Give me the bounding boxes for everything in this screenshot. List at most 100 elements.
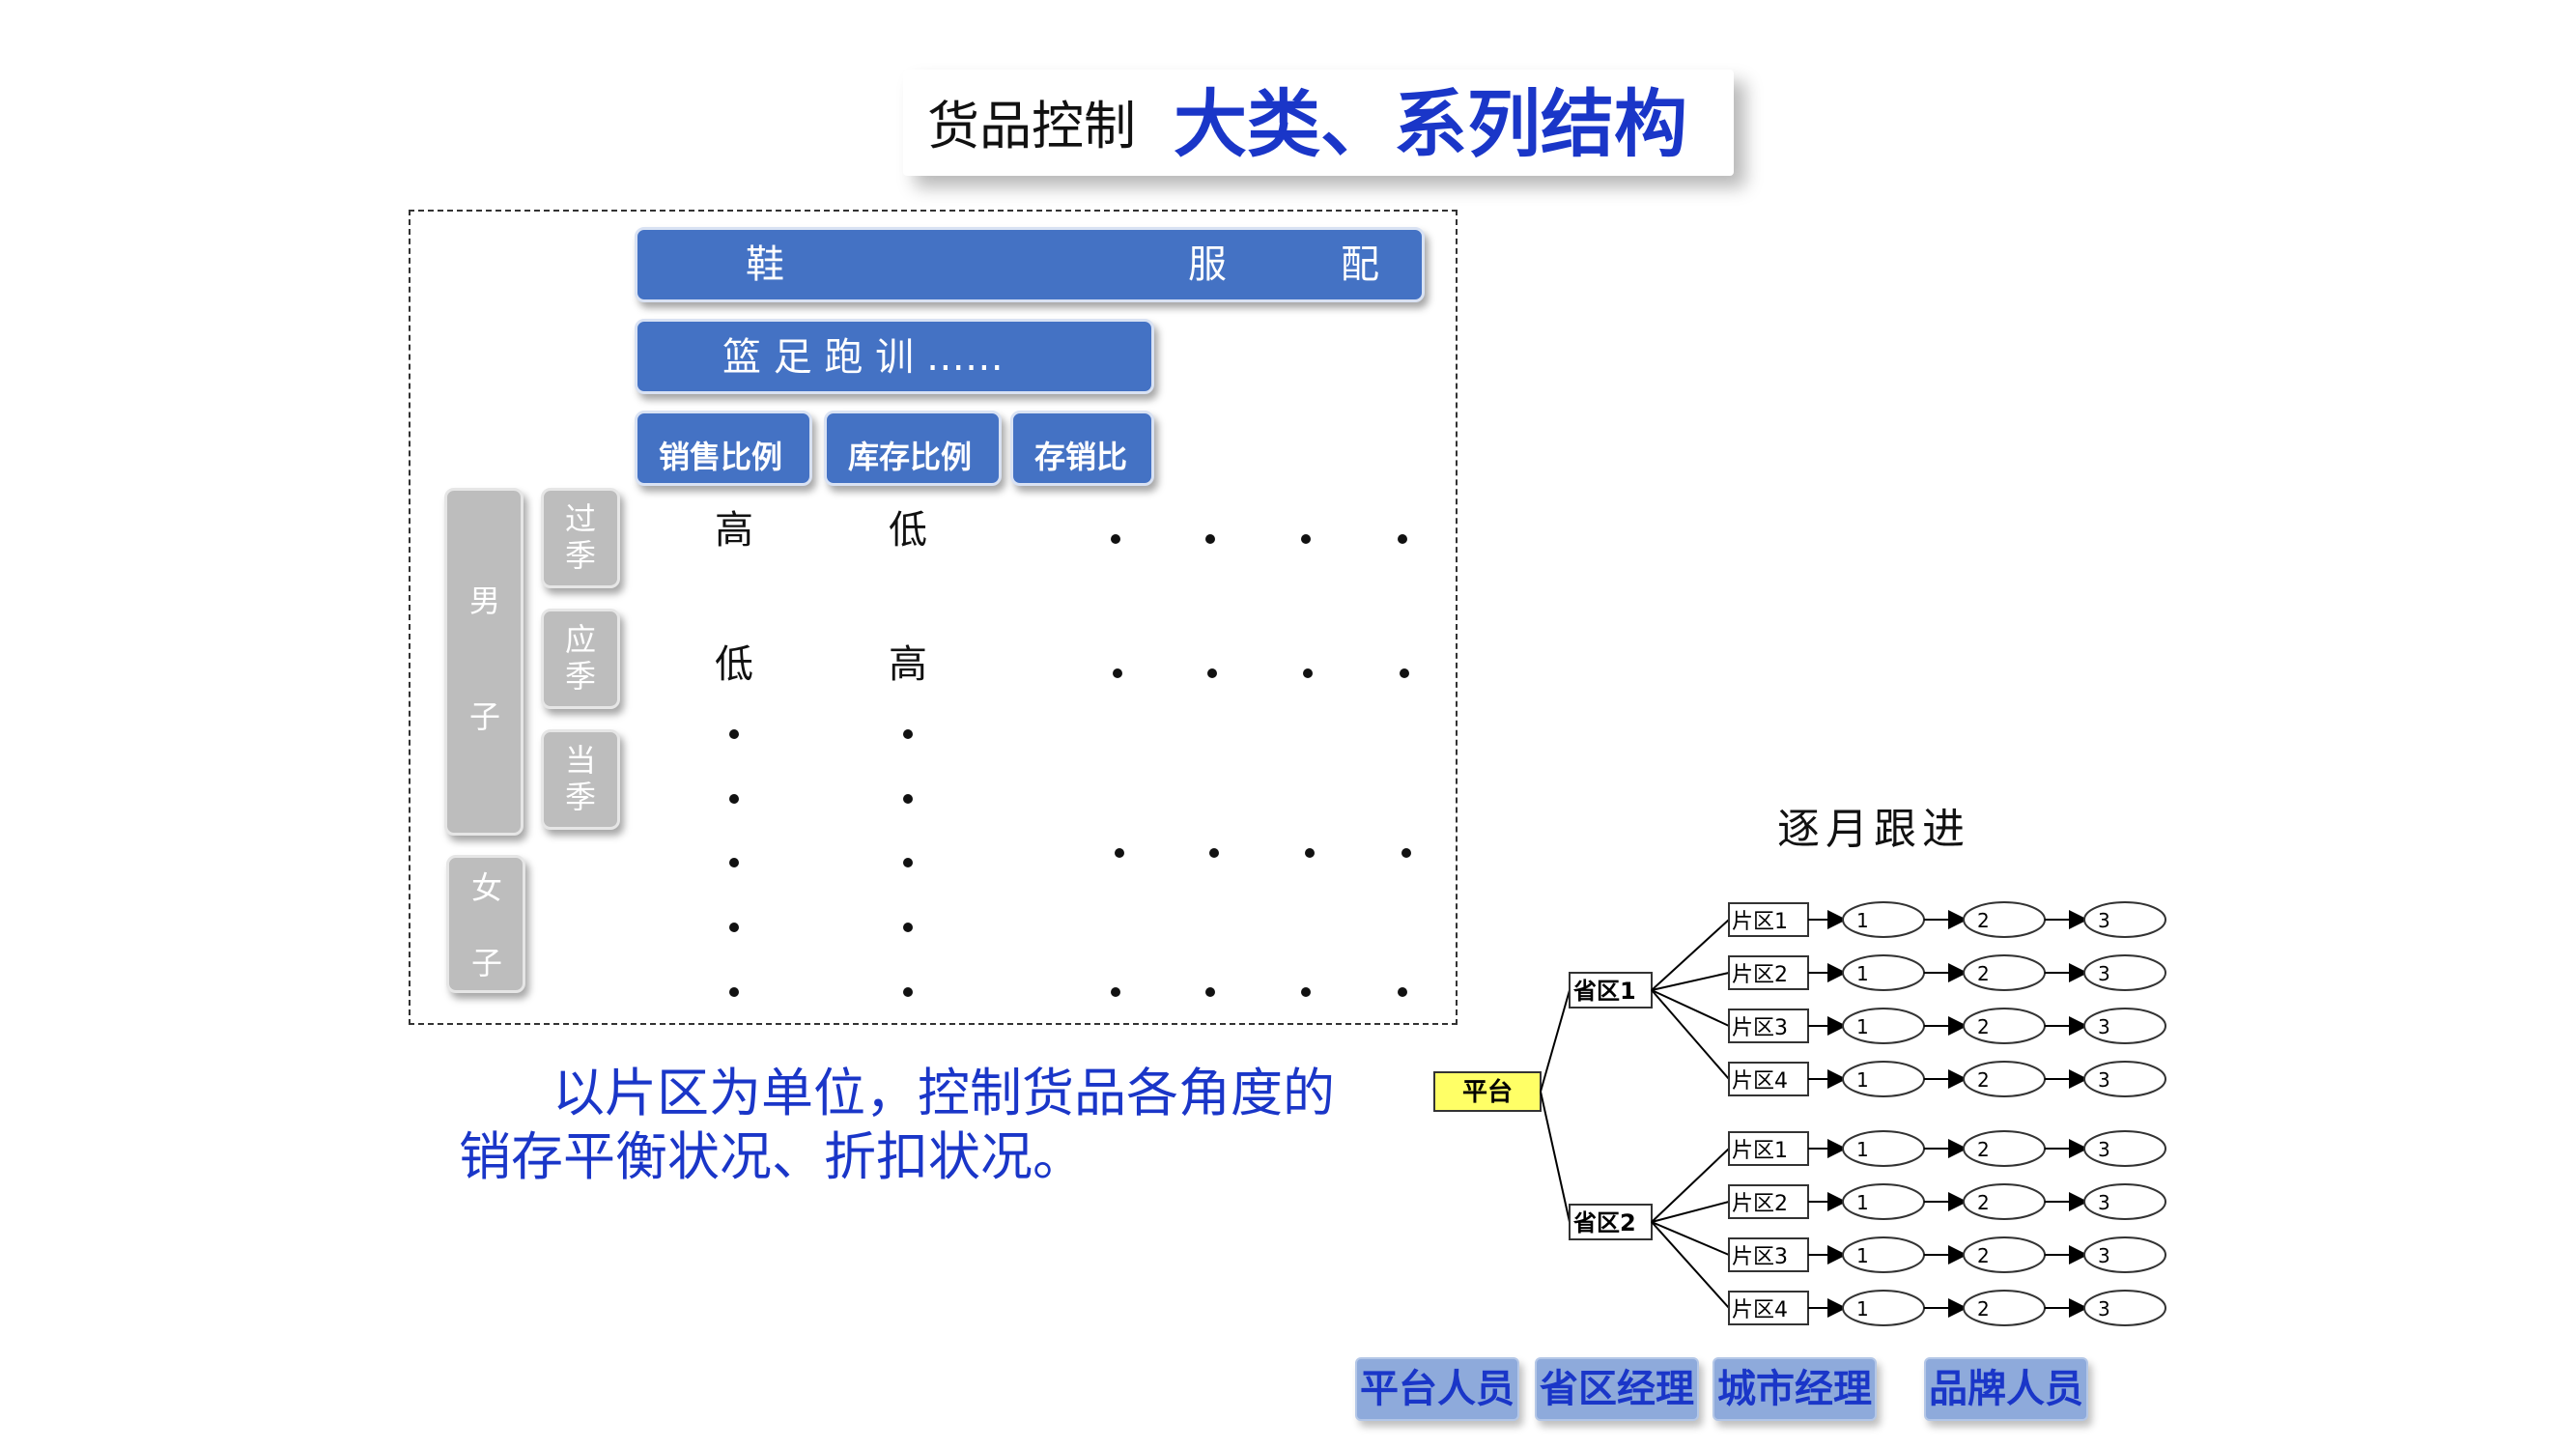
metric-stock-ratio-label: 库存比例 [848,439,973,475]
caption-line-2: 销存平衡状况、折扣状况。 [459,1126,1085,1187]
province-node [1569,1204,1653,1240]
month-node [1842,1008,1925,1044]
month-node-label: 2 [1977,1244,1990,1267]
tree-edge [1651,1221,1730,1256]
title-prefix: 货品控制 [927,96,1136,156]
month-node [2083,1290,2166,1326]
ellipsis-dot [1111,987,1120,997]
ellipsis-dot [729,987,739,997]
month-node [2083,954,2166,991]
district-node [1728,1291,1809,1325]
cell-row2-sales: 低 [715,642,753,687]
season-in: 应 季 [541,609,620,709]
month-node-label: 3 [2098,909,2110,932]
tree-edge [1651,989,1730,1027]
ellipsis-dot [903,794,913,804]
gender-male-char-1: 男 [469,582,501,619]
month-node-label: 1 [1856,1191,1869,1214]
ellipsis-dot [1398,534,1407,544]
month-node [1963,954,2046,991]
ellipsis-dot [1301,987,1311,997]
ellipsis-dot [903,729,913,739]
gender-male-char-2: 子 [469,698,501,735]
district-node [1728,902,1809,937]
ellipsis-dot [903,923,913,932]
month-node-label: 2 [1977,1138,1990,1161]
ellipsis-dot [1111,534,1120,544]
district-node [1728,955,1809,990]
district-node-label: 片区2 [1732,963,1788,987]
district-node-label: 片区3 [1732,1016,1788,1040]
season-in-char-1: 应 [565,621,597,658]
matrix-frame [409,210,1458,1025]
ellipsis-dot [1209,848,1219,858]
tree-edge [1651,919,1730,991]
metric-sales-ratio-label: 销售比例 [659,439,783,475]
category-apparel: 服 [1188,242,1227,287]
role-platform-staff[interactable]: 平台人员 [1355,1357,1519,1421]
season-past-char-2: 季 [565,537,597,574]
tree-edge [1651,1148,1730,1223]
tree-edge [1540,1091,1571,1223]
category-bar: 鞋 服 配 [635,227,1425,302]
season-past-char-1: 过 [565,500,597,537]
month-node-label: 3 [2098,1191,2110,1214]
district-node [1728,1184,1809,1219]
month-node [2083,1236,2166,1273]
role-brand-staff[interactable]: 品牌人员 [1924,1357,2088,1421]
gender-male: 男 子 [444,488,524,836]
district-node-label: 片区1 [1732,1139,1788,1163]
tree-edge [1651,1221,1730,1309]
category-accessories: 配 [1341,242,1379,287]
cell-row2-stock: 高 [889,642,927,687]
month-node [1963,1008,2046,1044]
category-shoes: 鞋 [746,242,784,287]
month-node-label: 1 [1856,1138,1869,1161]
ellipsis-dot [1301,534,1311,544]
district-node-label: 片区1 [1732,910,1788,934]
ellipsis-dot [1205,987,1215,997]
month-node-label: 1 [1856,1068,1869,1092]
ellipsis-dot [1205,534,1215,544]
district-node-label: 片区2 [1732,1192,1788,1216]
month-node-label: 3 [2098,962,2110,985]
month-node-label: 3 [2098,1068,2110,1092]
metric-stock-sales-ratio-label: 存销比 [1034,439,1128,475]
tree-edge [1651,972,1730,991]
month-node-label: 3 [2098,1297,2110,1321]
caption-line-1: 以片区为单位，控制货品各角度的 [552,1063,1335,1123]
month-node [1963,1130,2046,1167]
ellipsis-dot [729,794,739,804]
month-node [2083,1061,2166,1097]
metric-stock-ratio: 库存比例 [824,411,1002,486]
province-node-label: 省区1 [1572,978,1636,1005]
district-node [1728,1131,1809,1166]
season-current: 当 季 [541,729,620,830]
ellipsis-dot [1303,668,1313,678]
season-in-char-2: 季 [565,658,597,695]
ellipsis-dot [903,987,913,997]
month-node [2083,901,2166,938]
metric-stock-sales-ratio: 存销比 [1010,411,1154,486]
title-card [903,70,1734,176]
month-node-label: 1 [1856,1015,1869,1038]
role-city-manager[interactable]: 城市经理 [1713,1357,1877,1421]
gender-female-char-2: 子 [471,945,503,981]
title-main: 大类、系列结构 [1174,81,1687,167]
month-node [1963,901,2046,938]
month-node-label: 3 [2098,1015,2110,1038]
month-node-label: 2 [1977,1068,1990,1092]
ellipsis-dot [1113,668,1122,678]
ellipsis-dot [729,923,739,932]
role-province-manager[interactable]: 省区经理 [1535,1357,1699,1421]
tree-edge [1651,1201,1730,1223]
month-node-label: 1 [1856,1297,1869,1321]
month-node [1842,1061,1925,1097]
district-node-label: 片区4 [1732,1069,1788,1094]
season-current-char-1: 当 [565,742,597,779]
month-node-label: 3 [2098,1244,2110,1267]
month-node [2083,1008,2166,1044]
month-node-label: 1 [1856,1244,1869,1267]
ellipsis-dot [729,729,739,739]
